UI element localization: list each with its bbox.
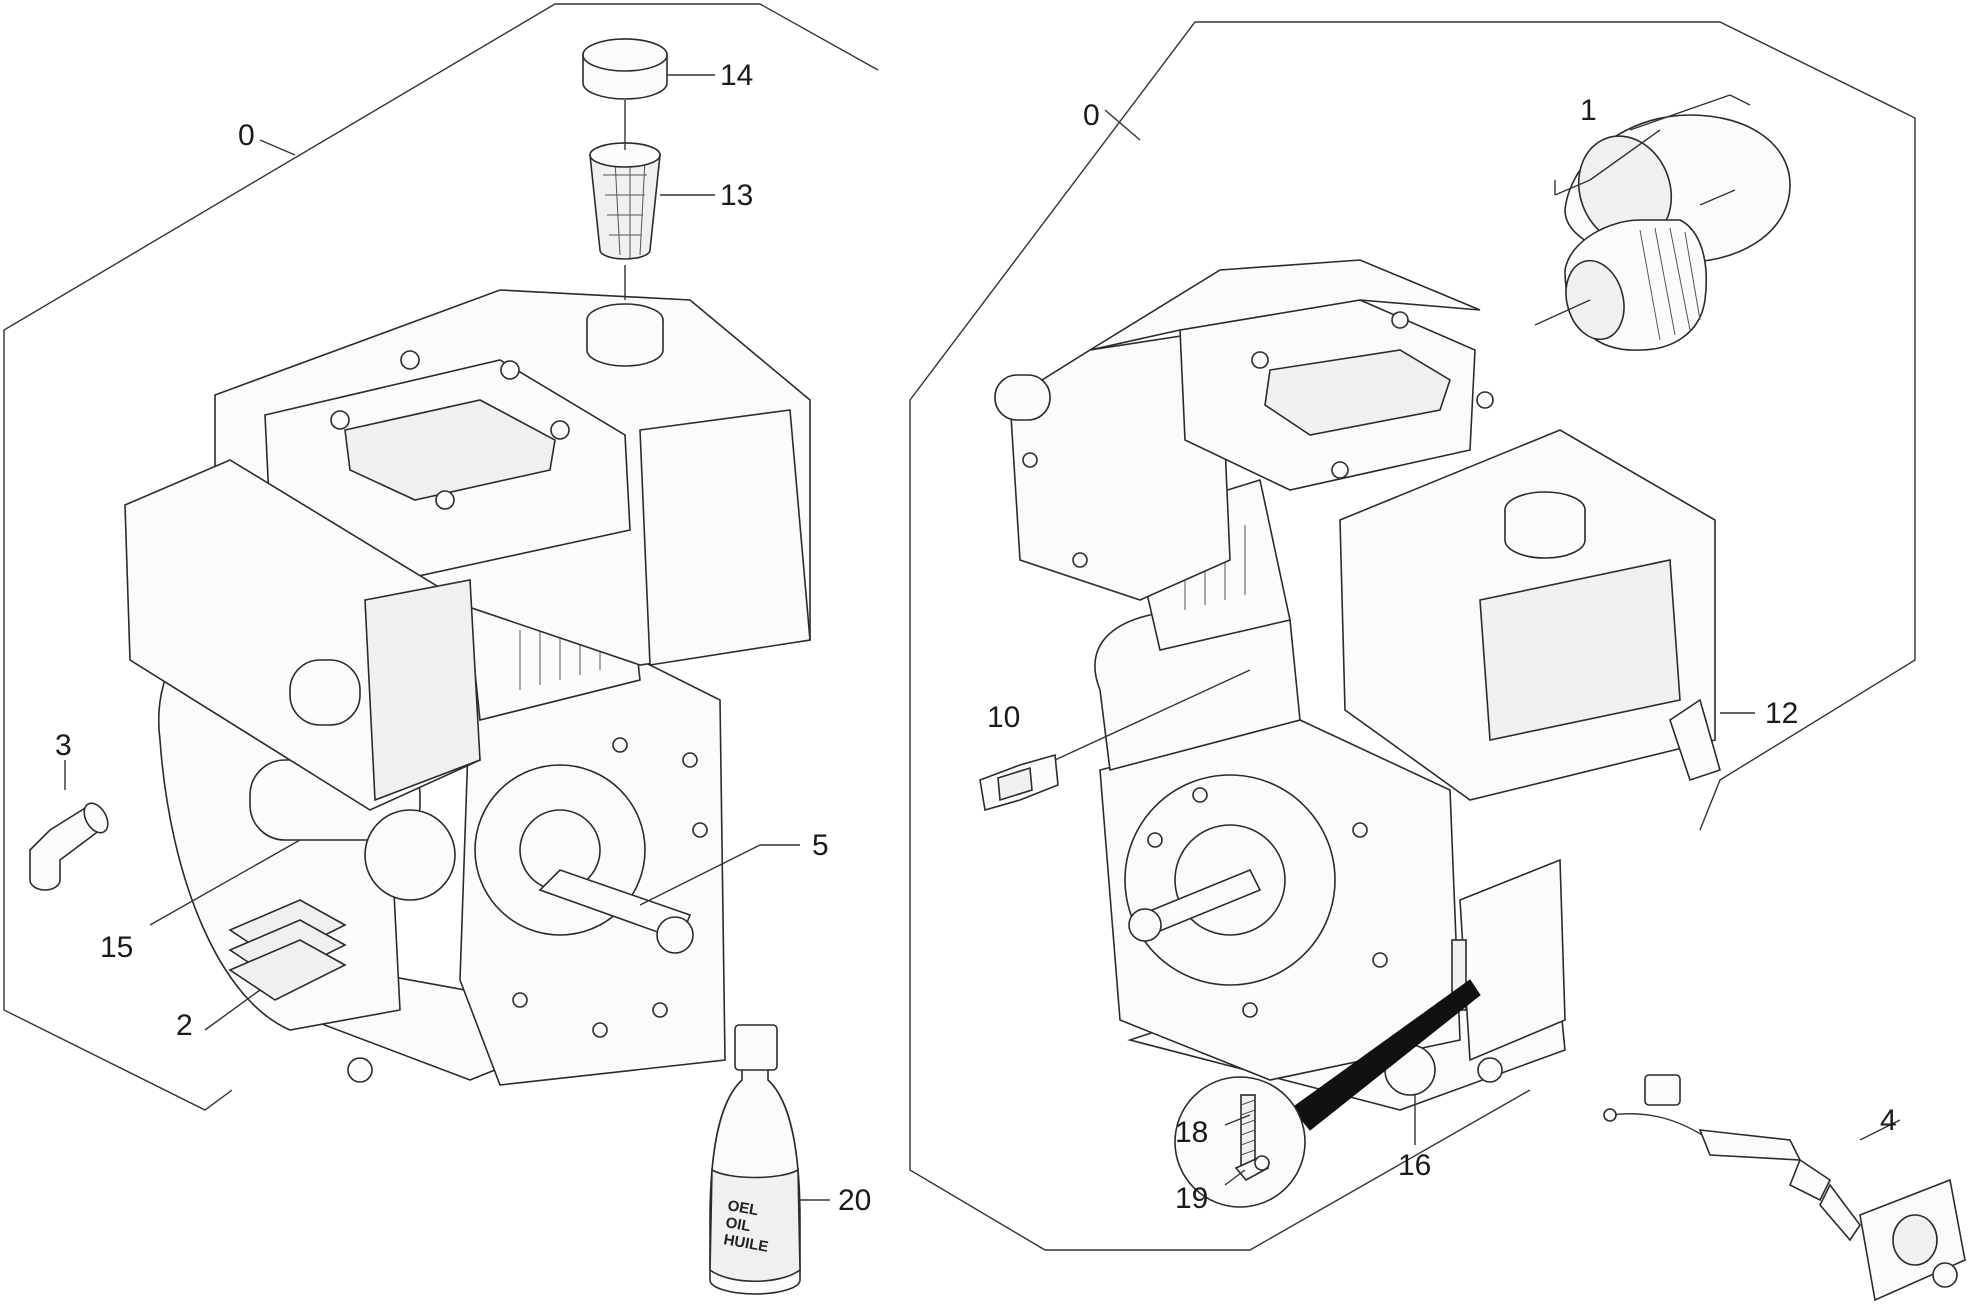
nut-19 xyxy=(1234,1155,1270,1182)
right-group-outline xyxy=(909,21,1916,1251)
fuel-strainer-13 xyxy=(589,142,661,260)
label-part-20: 20 xyxy=(838,1184,871,1217)
bottle-text-line-2: OIL xyxy=(724,1214,752,1235)
label-part-2: 2 xyxy=(176,1009,193,1042)
part-labels: 0 0 1 2 3 4 5 10 12 13 14 15 16 18 19 20 xyxy=(55,59,1897,1217)
label-group-right: 0 xyxy=(1083,99,1100,132)
right-engine xyxy=(994,259,1721,1131)
oil-bottle-20: OEL OIL HUILE xyxy=(709,1024,801,1295)
fuel-cap-14 xyxy=(582,38,668,100)
label-part-15: 15 xyxy=(100,931,133,964)
bottle-text-line-1: OEL xyxy=(726,1197,759,1219)
left-engine xyxy=(124,289,811,1086)
label-part-16: 16 xyxy=(1398,1149,1431,1182)
label-part-3: 3 xyxy=(55,729,72,762)
label-part-19: 19 xyxy=(1175,1182,1208,1215)
label-part-18: 18 xyxy=(1175,1116,1208,1149)
label-part-4: 4 xyxy=(1880,1104,1897,1137)
rectifier-2 xyxy=(228,899,347,1001)
spring-18 xyxy=(1240,1094,1256,1166)
cable-harness-4 xyxy=(1603,1074,1966,1302)
label-part-5: 5 xyxy=(812,829,829,862)
label-part-10: 10 xyxy=(987,701,1020,734)
air-filter-1 xyxy=(1564,114,1791,351)
label-part-12: 12 xyxy=(1765,697,1798,730)
clip-10 xyxy=(979,753,1059,812)
detail-callout-circle xyxy=(1174,1076,1306,1208)
left-group-outline xyxy=(3,3,879,1111)
label-part-1: 1 xyxy=(1580,94,1597,127)
label-part-14: 14 xyxy=(720,59,753,92)
leader-lines xyxy=(64,74,1901,1201)
label-part-13: 13 xyxy=(720,179,753,212)
label-group-left: 0 xyxy=(238,119,255,152)
elbow-3 xyxy=(29,802,109,891)
